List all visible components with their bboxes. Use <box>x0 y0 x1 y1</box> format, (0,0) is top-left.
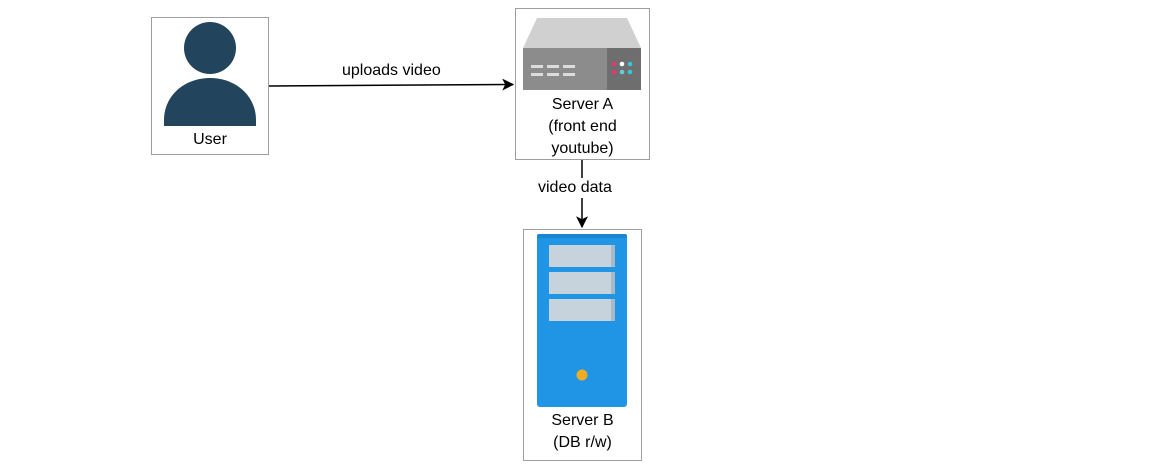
user-node[interactable]: User <box>151 17 269 155</box>
server-a-node[interactable]: Server A (front end youtube) <box>515 8 650 160</box>
server-a-label-line-3: youtube) <box>551 140 614 157</box>
rack-server-icon <box>523 18 641 90</box>
edge-label-video-data: video data <box>537 178 613 198</box>
server-a-label-line-2: (front end <box>548 118 617 135</box>
tower-server-icon <box>537 234 627 407</box>
server-b-label-line-1: Server B <box>551 412 614 429</box>
user-icon <box>164 22 256 126</box>
edge-label-uploads-video: uploads video <box>341 61 442 81</box>
server-a-label-line-1: Server A <box>551 96 614 113</box>
server-b-label-line-2: (DB r/w) <box>553 434 612 451</box>
server-b-node[interactable]: Server B (DB r/w) <box>523 229 642 461</box>
user-label: User <box>193 131 227 148</box>
edge-user-to-server-a <box>268 78 515 91</box>
